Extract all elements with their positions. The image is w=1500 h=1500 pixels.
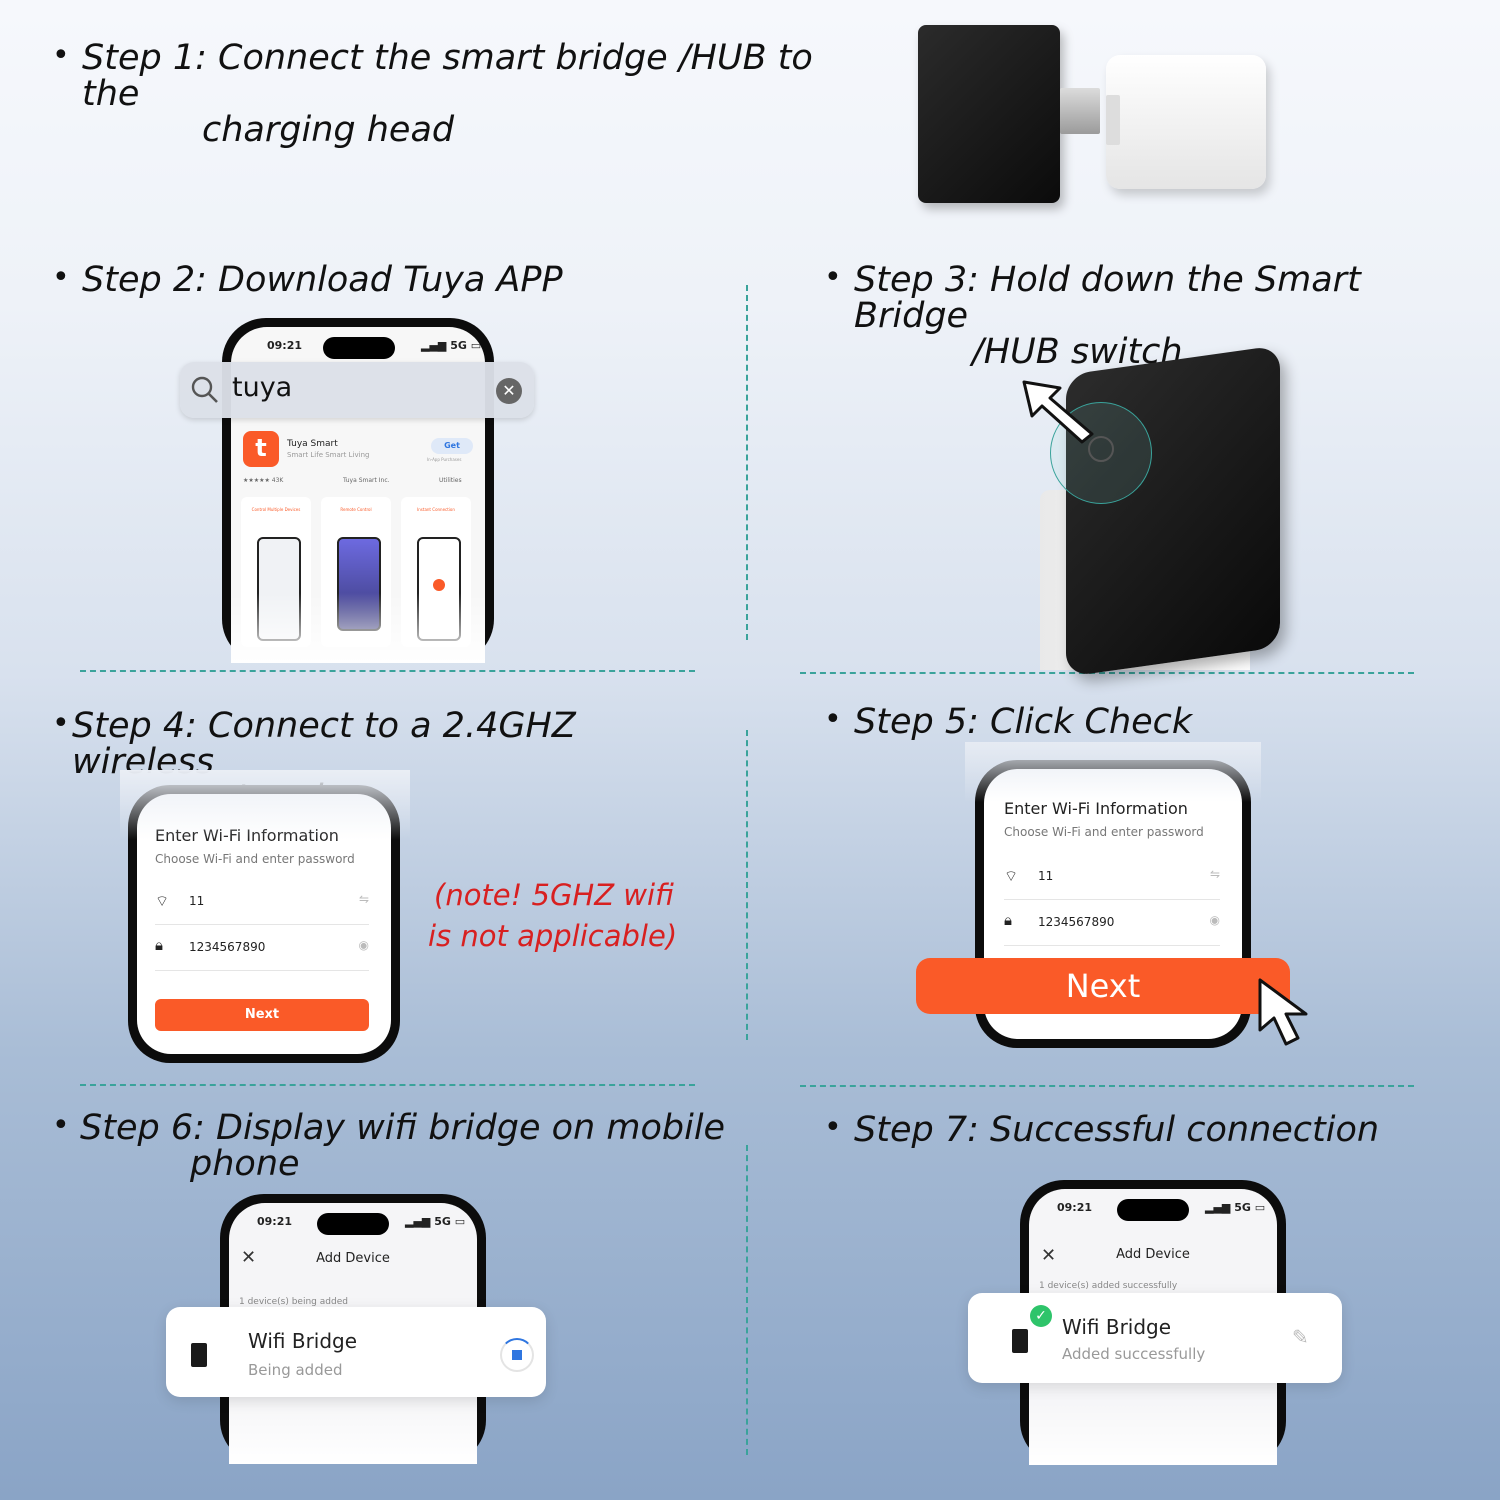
status-time: 09:21	[267, 339, 303, 352]
wifi-password: 1234567890	[1038, 915, 1115, 929]
switch-network-icon[interactable]: ⇋	[1209, 867, 1220, 881]
step-6-title: • Step 6: Display wifi bridge on mobile …	[52, 1108, 726, 1184]
get-button[interactable]: Get	[431, 438, 473, 454]
step-5-title: • Step 5: Click Check	[824, 702, 1193, 742]
bridge-device-icon	[191, 1343, 207, 1367]
wifi-ssid: 11	[189, 894, 205, 908]
device-count-text: 1 device(s) added successfully	[1039, 1281, 1178, 1291]
wifi-password-row[interactable]: 🔒︎ 1234567890 ◉	[155, 926, 369, 971]
dynamic-island	[1117, 1199, 1189, 1221]
app-developer: Tuya Smart Inc.	[343, 477, 390, 484]
wifi-password: 1234567890	[189, 940, 266, 954]
screenshot-title-3: Instant Connection	[417, 507, 455, 512]
status-icons: ▂▄▆ 5G ▭	[405, 1215, 466, 1228]
edit-pencil-icon[interactable]: ✎	[1292, 1325, 1309, 1349]
status-icons: ▂▄▆ 5G ▭	[421, 339, 482, 352]
app-category: Utilities	[439, 477, 462, 484]
next-button-large[interactable]: Next	[916, 958, 1290, 1014]
wifi-ssid-row[interactable]: ⌔ 11 ⇋	[1004, 855, 1220, 900]
divider-h-left-2	[80, 1084, 695, 1086]
close-icon[interactable]: ✕	[1041, 1245, 1057, 1266]
usb-port	[1106, 95, 1120, 145]
eye-icon[interactable]: ◉	[1209, 913, 1220, 927]
power-icon[interactable]	[1088, 436, 1114, 462]
wifi-icon: ⌔	[1004, 867, 1019, 885]
eye-icon[interactable]: ◉	[358, 938, 369, 952]
search-input[interactable]: tuya	[232, 372, 293, 403]
device-status: Being added	[248, 1361, 343, 1379]
dynamic-island	[317, 1213, 389, 1235]
divider-v-2	[746, 730, 748, 1040]
lock-icon: 🔒︎	[1004, 911, 1012, 929]
wifi-title: Enter Wi-Fi Information	[1004, 799, 1188, 818]
loading-spinner-icon	[500, 1338, 534, 1372]
divider-v-1	[746, 285, 748, 640]
app-subtitle: Smart Life Smart Living	[287, 451, 370, 459]
step-2-title: • Step 2: Download Tuya APP	[52, 260, 563, 300]
clear-icon[interactable]: ✕	[496, 378, 522, 404]
search-bar[interactable]: tuya ✕	[180, 362, 534, 418]
smart-bridge-device	[918, 25, 1060, 203]
close-icon[interactable]: ✕	[241, 1247, 257, 1268]
device-name: Wifi Bridge	[248, 1329, 358, 1353]
device-name: Wifi Bridge	[1062, 1315, 1172, 1339]
note-5ghz: (note! 5GHZ wifi is not applicable)	[428, 878, 678, 953]
app-rating: ★★★★★ 43K	[243, 477, 284, 484]
switch-network-icon[interactable]: ⇋	[358, 892, 369, 906]
step-3-title: • Step 3: Hold down the Smart Bridge /HU…	[824, 260, 1361, 372]
wifi-ssid: 11	[1038, 869, 1054, 883]
in-app-purchases: In-App Purchases	[427, 457, 462, 462]
step-1-title: • Step 1: Connect the smart bridge /HUB …	[52, 38, 813, 150]
dynamic-island	[323, 337, 395, 359]
wifi-subtitle: Choose Wi-Fi and enter password	[155, 852, 355, 866]
tuya-app-icon[interactable]: t	[243, 431, 279, 467]
status-time: 09:21	[1057, 1201, 1093, 1214]
success-check-icon: ✓	[1030, 1305, 1052, 1327]
wifi-subtitle: Choose Wi-Fi and enter password	[1004, 825, 1204, 839]
bridge-with-charger-image	[900, 20, 1380, 220]
screenshot-title-2: Remote Control	[340, 507, 372, 512]
add-device-title: Add Device	[316, 1251, 390, 1266]
charging-head	[1106, 55, 1266, 189]
next-button[interactable]: Next	[155, 999, 369, 1031]
search-icon	[191, 376, 218, 403]
divider-h-right-1	[800, 672, 1414, 674]
divider-h-left-1	[80, 670, 695, 672]
add-device-title: Add Device	[1116, 1247, 1190, 1262]
status-icons: ▂▄▆ 5G ▭	[1205, 1201, 1266, 1214]
wifi-icon: ⌔	[155, 892, 170, 910]
pointer-arrow-icon	[1022, 380, 1094, 444]
divider-v-3	[746, 1145, 748, 1455]
wifi-ssid-row[interactable]: ⌔ 11 ⇋	[155, 880, 369, 925]
wifi-password-row[interactable]: 🔒︎ 1234567890 ◉	[1004, 901, 1220, 946]
divider-h-right-2	[800, 1085, 1414, 1087]
device-status: Added successfully	[1062, 1345, 1206, 1363]
device-card-success[interactable]: ✓ Wifi Bridge Added successfully ✎	[968, 1293, 1342, 1383]
lock-icon: 🔒︎	[155, 936, 163, 954]
device-count-text: 1 device(s) being added	[239, 1297, 348, 1307]
bridge-device-icon	[1012, 1329, 1028, 1353]
screenshot-title-1: Control Multiple Devices	[251, 507, 301, 512]
bridge-switch-image	[1020, 344, 1290, 678]
app-name: Tuya Smart	[287, 439, 338, 449]
status-time: 09:21	[257, 1215, 293, 1228]
device-card-adding[interactable]: Wifi Bridge Being added	[166, 1307, 546, 1397]
step-7-title: • Step 7: Successful connection	[824, 1110, 1380, 1150]
cursor-arrow-icon	[1258, 978, 1308, 1046]
usb-plug	[1060, 88, 1100, 134]
